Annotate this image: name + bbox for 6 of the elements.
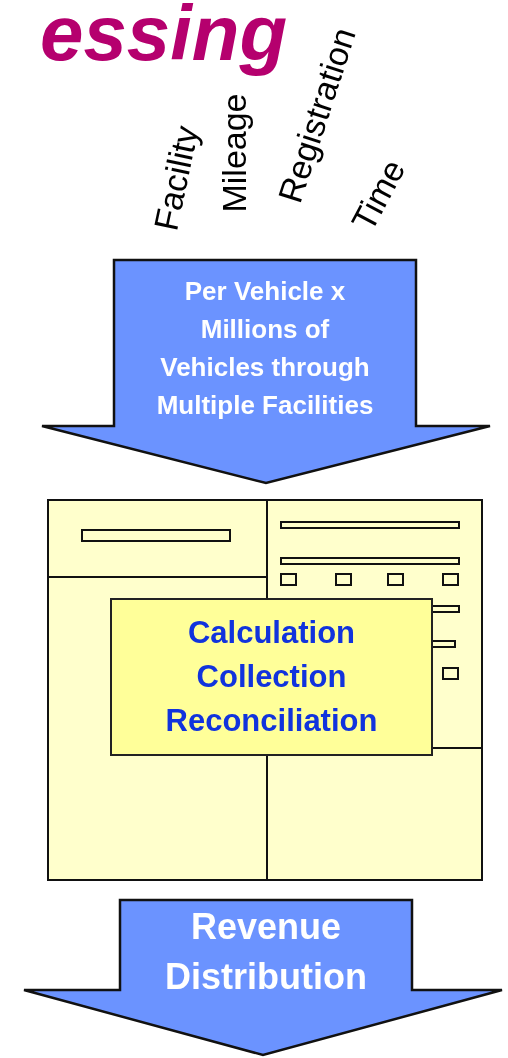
arrow-text: Revenue Distribution <box>164 905 368 999</box>
input-label: Mileage <box>215 93 252 213</box>
input-label: Facility <box>147 122 205 234</box>
arrow-text: Per Vehicle x Millions of Vehicles through Multiple Facilities <box>155 275 375 422</box>
box-text: Calculation Collection Reconciliation <box>164 614 379 740</box>
process-box <box>110 598 433 756</box>
